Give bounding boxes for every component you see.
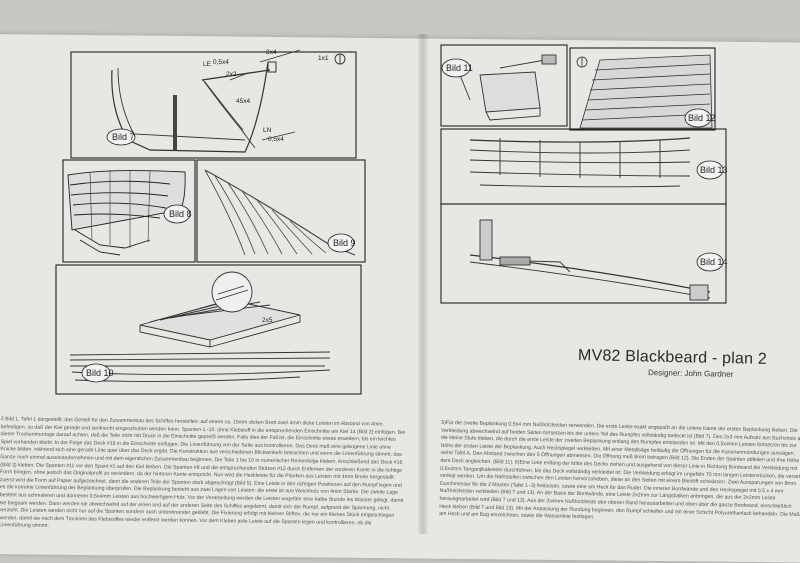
bild10-panel <box>55 264 362 395</box>
instructions-left: 2 Bild 1, Tafel 1 dargestellt, das Geste… <box>0 416 406 530</box>
bild13-label: Bild 13 <box>700 165 728 175</box>
bild12-panel <box>569 47 716 131</box>
annotation-2x4: 2x4 <box>266 49 277 56</box>
annotation-2x5: 2x5 <box>262 317 273 324</box>
bild11-label: Bild 11 <box>446 63 473 73</box>
annotation-le-size: 0,5x4 <box>213 59 229 66</box>
bild7-label: Bild 7 <box>112 132 135 142</box>
bild11-panel <box>440 44 568 127</box>
bild10-label: Bild 10 <box>86 368 114 378</box>
plan-designer: Designer: John Gardner <box>647 368 734 379</box>
bild12-label: Bild 12 <box>688 113 716 123</box>
sheet-fold <box>418 34 428 534</box>
annotation-2x2: 2x2 <box>226 71 237 78</box>
bild14-panel <box>440 203 727 304</box>
annotation-ln: LN <box>263 127 272 134</box>
bild7-panel <box>70 51 357 159</box>
bild8-label: Bild 8 <box>169 209 192 219</box>
bild14-label: Bild 14 <box>700 257 728 267</box>
annotation-ln-size: 0,5x4 <box>268 136 284 143</box>
annotation-le: LE <box>203 61 212 68</box>
bild9-label: Bild 9 <box>333 238 356 248</box>
bild8-panel <box>62 159 196 263</box>
annotation-1x1: 1x1 <box>318 55 329 62</box>
instructions-right: 5)Für die zweite Beplankung 0,5x4 mm Nuß… <box>439 419 800 521</box>
plan-drawings: Bild 7 Bild 8 Bild 9 Bild 10 Bild 11 Bil… <box>55 44 728 395</box>
bild9-panel <box>196 159 366 263</box>
annotation-45: 45x4 <box>236 98 250 105</box>
